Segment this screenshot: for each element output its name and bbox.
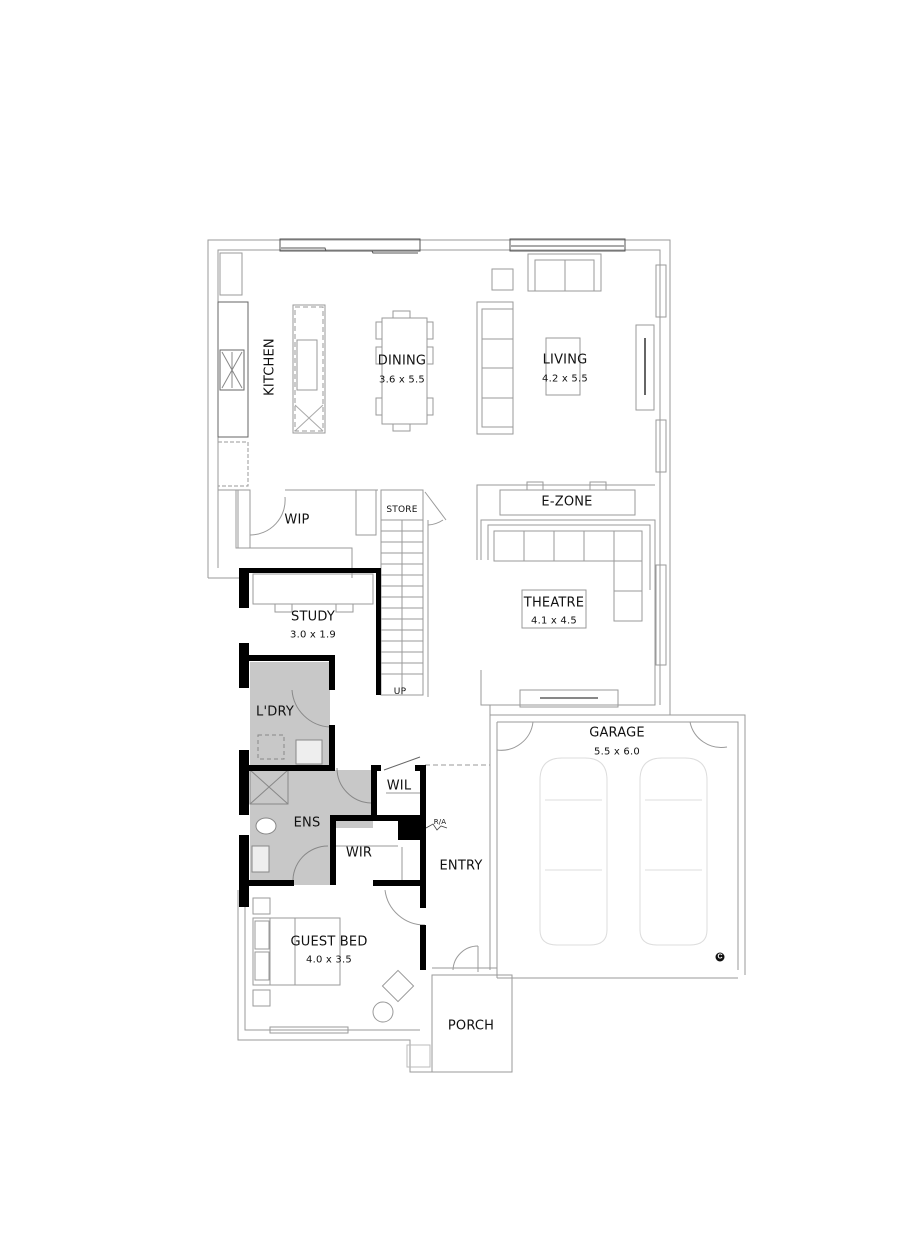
- room-label-living: LIVING: [542, 352, 588, 368]
- room-label-kitchen: KITCHEN: [262, 338, 278, 396]
- stairs-up-label: UP: [393, 687, 407, 697]
- room-dims-dining: 3.6 x 5.5: [379, 374, 425, 386]
- room-label-entry: ENTRY: [439, 858, 483, 874]
- room-label-theatre: THEATRE: [523, 595, 585, 611]
- structural-walls: [239, 568, 426, 970]
- room-dims-guest-bed: 4.0 x 3.5: [306, 954, 352, 966]
- room-label-garage: GARAGE: [589, 725, 645, 741]
- room-dims-theatre: 4.1 x 4.5: [531, 615, 577, 627]
- car-outlines: [539, 757, 708, 946]
- room-dims-study: 3.0 x 1.9: [290, 629, 336, 641]
- room-label-dining: DINING: [377, 353, 427, 369]
- room-label-ezone: E-ZONE: [541, 494, 593, 510]
- room-label-guest-bed: GUEST BED: [290, 934, 368, 950]
- room-label-store: STORE: [386, 505, 418, 515]
- room-label-ensuite: ENS: [293, 815, 321, 831]
- room-label-laundry: L'DRY: [256, 704, 294, 720]
- outer-wall-upper: [207, 239, 671, 715]
- room-dims-living: 4.2 x 5.5: [542, 373, 588, 385]
- room-label-wir: WIR: [345, 845, 373, 861]
- room-label-study: STUDY: [291, 609, 335, 625]
- return-air-label: R/A: [433, 818, 447, 826]
- room-dims-garage: 5.5 x 6.0: [594, 746, 640, 758]
- stair-treads: [381, 519, 423, 675]
- room-label-wil: WIL: [386, 778, 412, 794]
- room-label-wip: WIP: [284, 512, 310, 528]
- copyright-icon: C: [715, 952, 725, 962]
- room-label-porch: PORCH: [447, 1018, 495, 1034]
